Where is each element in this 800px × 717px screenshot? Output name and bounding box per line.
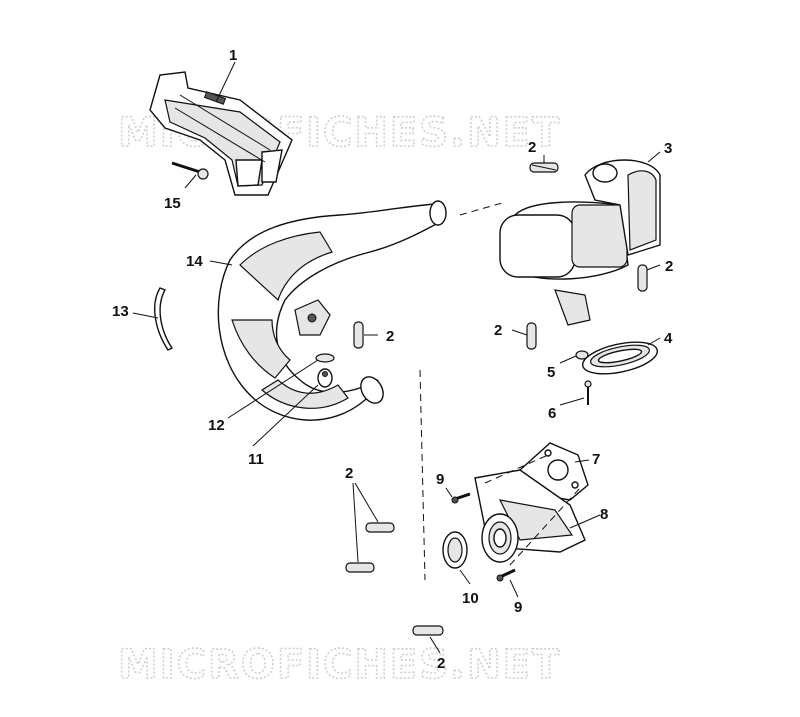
- part-9-bolt-lower[interactable]: [496, 568, 516, 582]
- callout-15: 15: [164, 195, 181, 212]
- part-13-clip[interactable]: [154, 287, 174, 351]
- part-2-spring-g[interactable]: [412, 625, 444, 636]
- callout-6: 6: [548, 405, 556, 422]
- callout-1: 1: [229, 47, 237, 64]
- part-2-spring-b[interactable]: [637, 264, 648, 292]
- callout-2-right: 2: [665, 258, 673, 275]
- part-12-washer[interactable]: [315, 353, 335, 363]
- part-3-silencer[interactable]: [499, 159, 661, 326]
- callout-9-lower: 9: [514, 599, 522, 616]
- callout-2-mid-left: 2: [386, 328, 394, 345]
- part-1-bracket[interactable]: [149, 71, 293, 196]
- leader-lines: [132, 61, 661, 654]
- part-4-gasket[interactable]: [580, 336, 660, 379]
- callout-10: 10: [462, 590, 479, 607]
- part-15-bolt[interactable]: [171, 161, 209, 180]
- part-2-spring-f[interactable]: [345, 562, 375, 573]
- callout-5: 5: [547, 364, 555, 381]
- part-2-spring-e[interactable]: [365, 522, 395, 533]
- assembly-line-pipe-manifold: [419, 369, 426, 581]
- part-8-manifold[interactable]: [474, 469, 586, 563]
- callout-7: 7: [592, 451, 600, 468]
- callout-3: 3: [664, 140, 672, 157]
- part-10-ring[interactable]: [442, 531, 468, 569]
- assembly-line-flange-lower: [509, 487, 581, 566]
- callout-8: 8: [600, 506, 608, 523]
- part-2-spring-c[interactable]: [353, 321, 364, 349]
- part-9-bolt-upper[interactable]: [451, 492, 471, 504]
- callout-11: 11: [248, 451, 264, 468]
- part-2-spring-d[interactable]: [526, 322, 537, 350]
- callout-4: 4: [664, 330, 673, 347]
- callout-13: 13: [112, 303, 129, 320]
- callout-14: 14: [186, 253, 203, 270]
- watermark-bottom: MICROFICHES.NET: [118, 642, 561, 688]
- callout-2-bottom: 2: [437, 655, 445, 672]
- part-11-plug[interactable]: [317, 368, 333, 388]
- part-5-washer[interactable]: [575, 350, 589, 360]
- callout-12: 12: [208, 417, 225, 434]
- callout-2-top: 2: [528, 139, 536, 156]
- part-6-bolt[interactable]: [584, 380, 592, 405]
- callout-2-lower-left: 2: [345, 465, 353, 482]
- callout-9-upper: 9: [436, 471, 444, 488]
- part-14-expansion-pipe[interactable]: [217, 200, 447, 421]
- part-2-spring-a[interactable]: [529, 162, 559, 173]
- assembly-line-pipe-silencer: [459, 202, 503, 216]
- callout-2-mid-right: 2: [494, 322, 502, 339]
